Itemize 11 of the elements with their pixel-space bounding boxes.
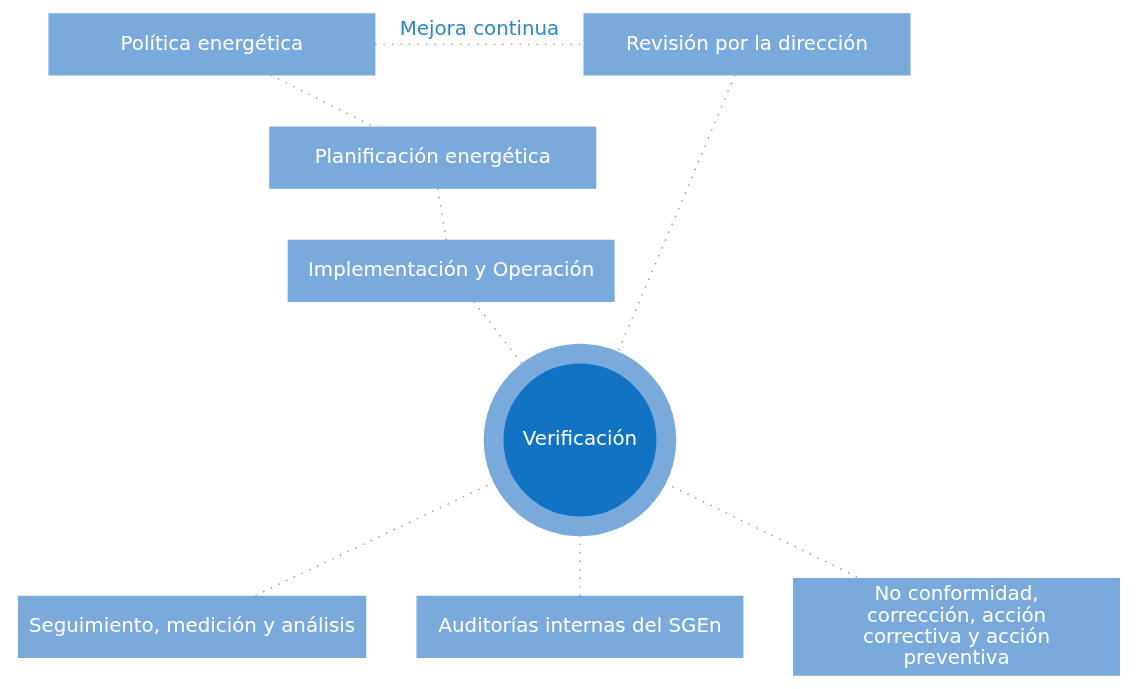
node-box: Implementación y Operación — [287, 239, 615, 303]
node-circle: Verificación — [483, 343, 676, 537]
node-box: Revisión por la dirección — [583, 13, 911, 76]
node-box: No conformidad, corrección, acción correctiva y acción preventiva — [792, 578, 1120, 676]
node-box: Política energética — [47, 13, 375, 76]
connector — [436, 187, 447, 241]
node-box: Seguimiento, medición y análisis — [17, 595, 366, 659]
edge-label: Mejora continua — [399, 16, 559, 40]
node-box: Planificación energética — [268, 126, 596, 189]
connector — [472, 300, 528, 372]
node-box: Auditorías internas del SGEn — [415, 595, 743, 659]
